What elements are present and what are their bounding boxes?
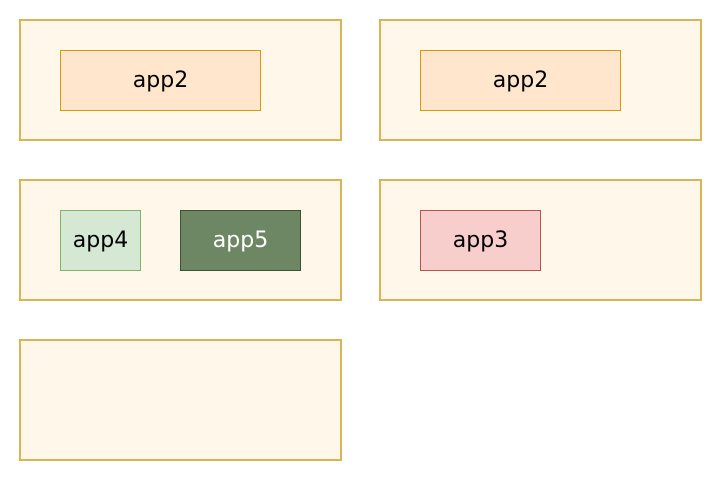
app-box[interactable]: app2	[420, 50, 621, 111]
node-container-1: app2	[19, 19, 342, 141]
node-container-4: app3	[379, 179, 702, 301]
app-box[interactable]: app2	[60, 50, 261, 111]
app-box[interactable]: app5	[180, 210, 301, 271]
app-box[interactable]: app4	[60, 210, 141, 271]
node-container-3: app4 app5	[19, 179, 342, 301]
app-box[interactable]: app3	[420, 210, 541, 271]
node-container-2: app2	[379, 19, 702, 141]
node-container-5	[19, 339, 342, 461]
